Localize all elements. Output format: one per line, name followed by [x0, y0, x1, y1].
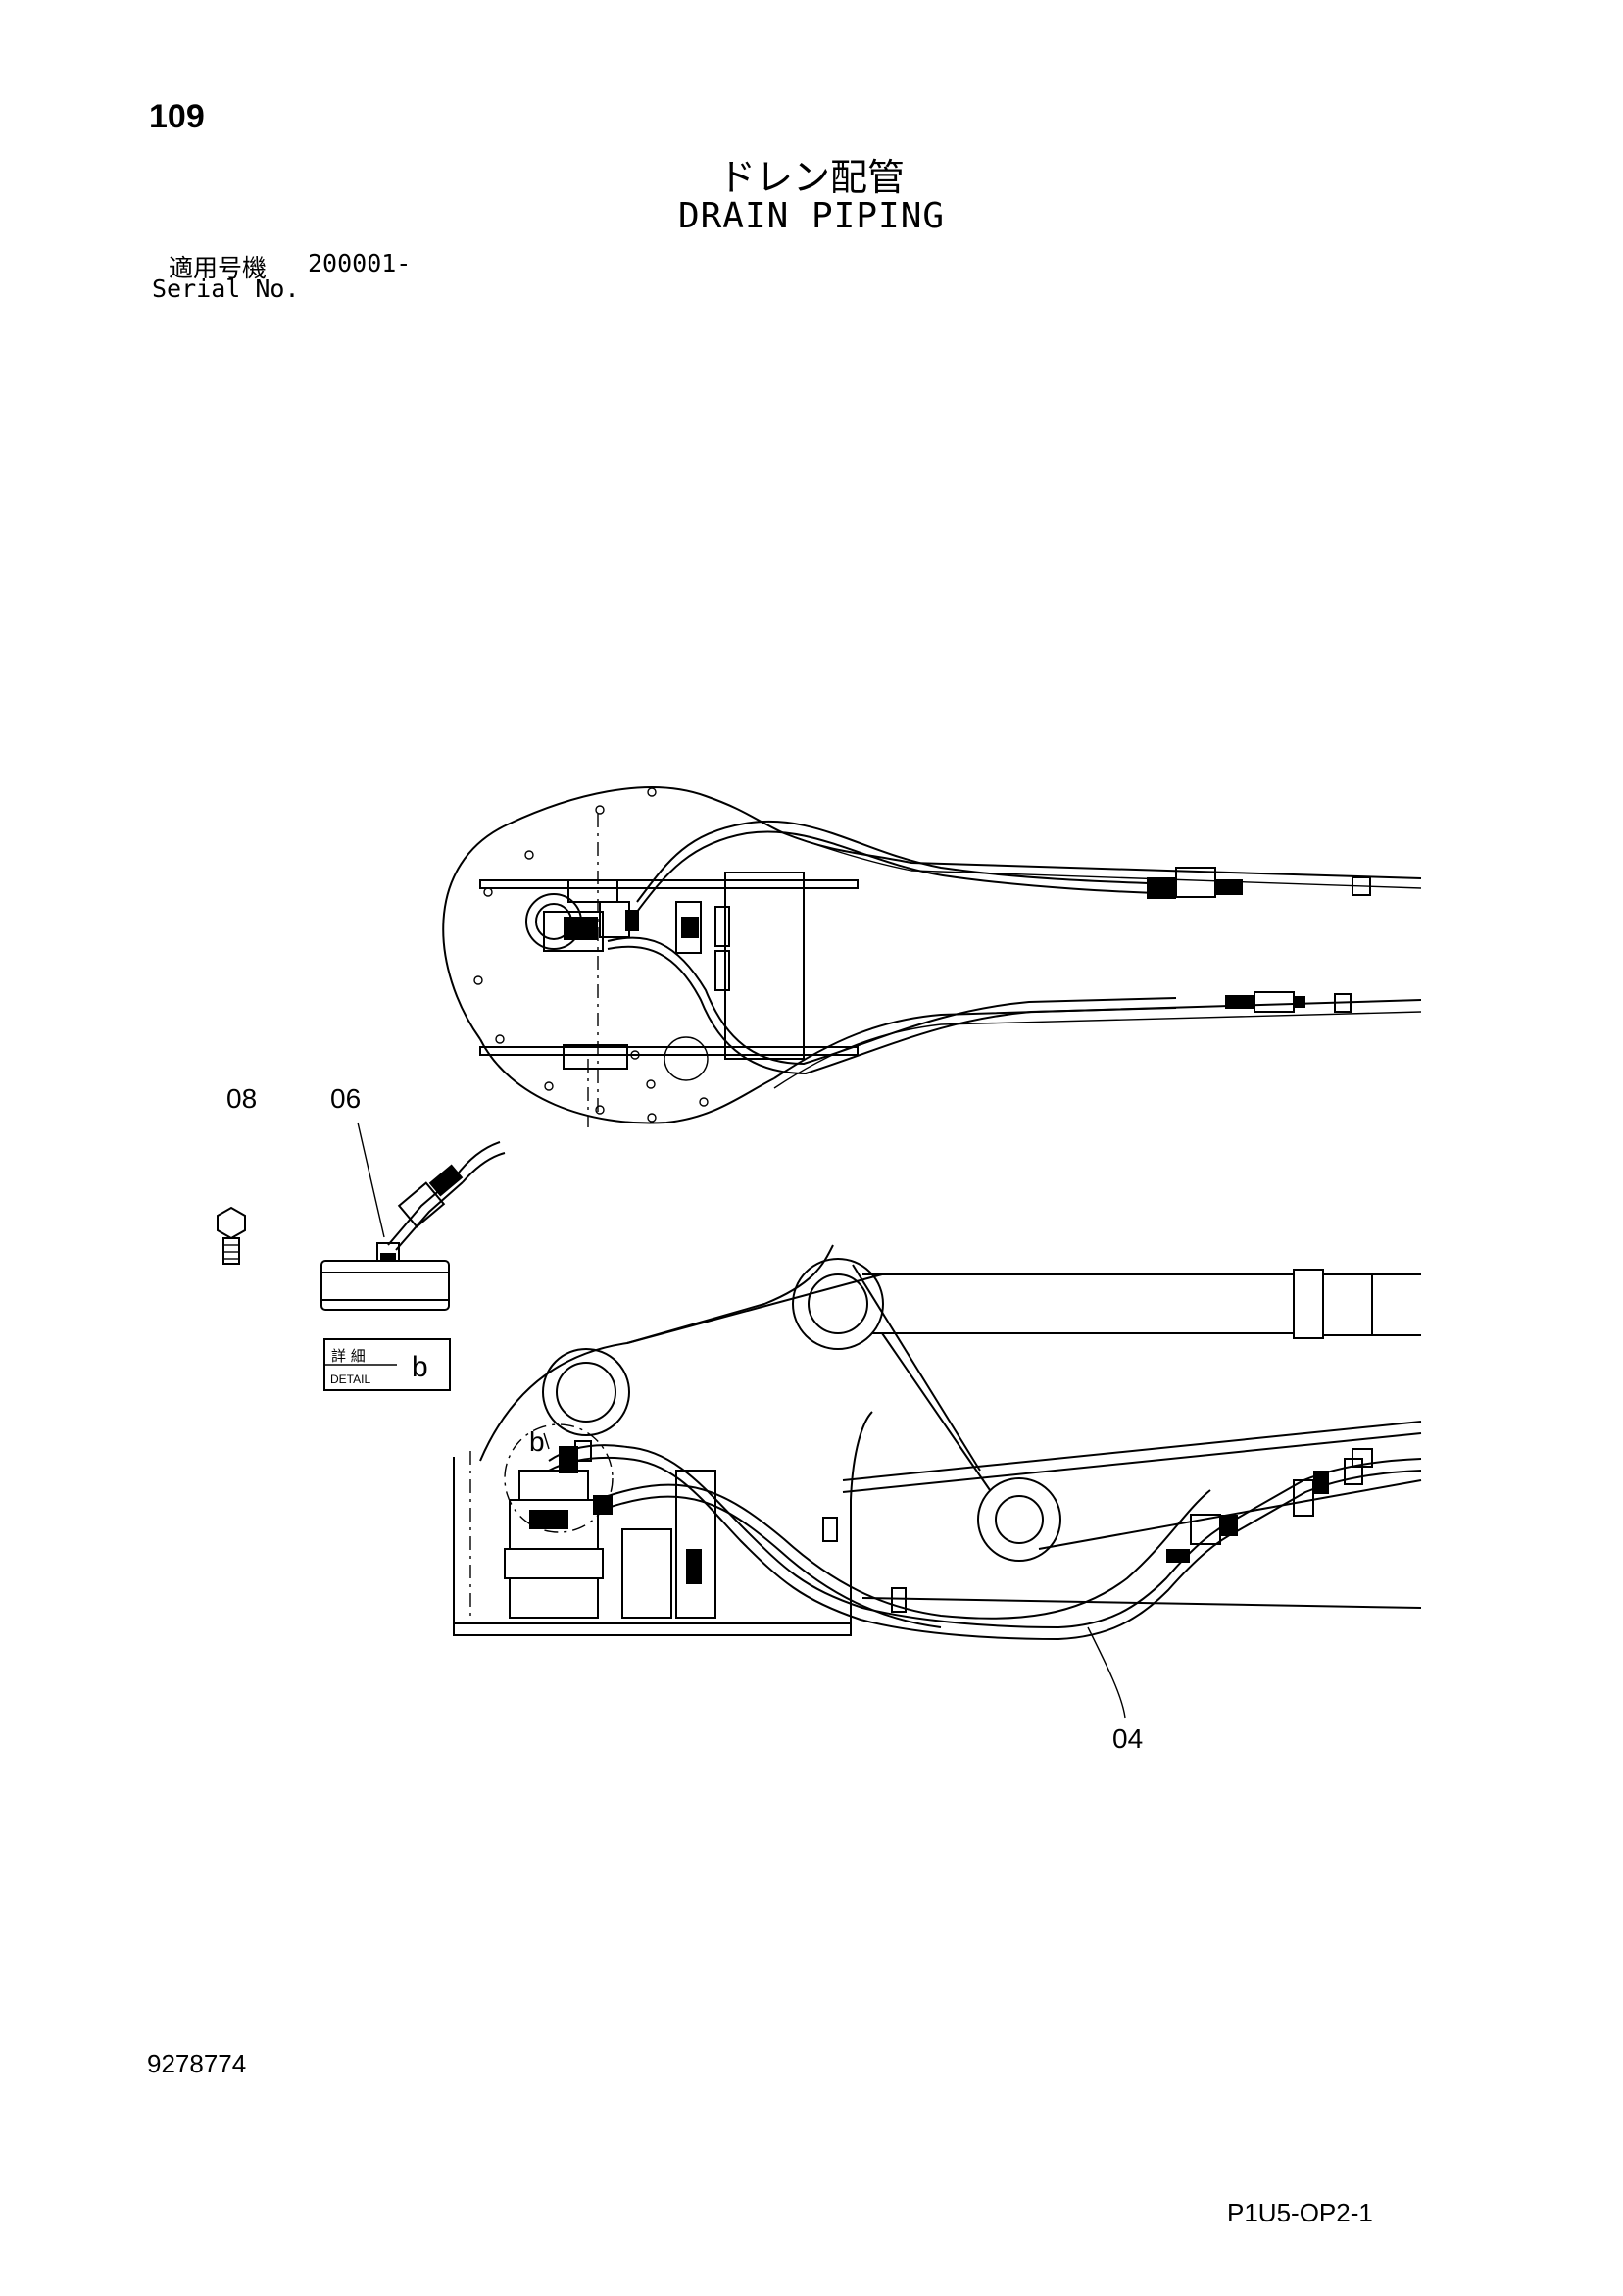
title-english: DRAIN PIPING: [677, 196, 946, 236]
callout-detail-b: b: [529, 1426, 545, 1457]
part-08-bolt: [217, 1206, 246, 1265]
callout-04: 04: [1112, 1723, 1143, 1754]
detail-label-box: 詳 細 DETAIL b: [323, 1338, 451, 1391]
serial-label-english: Serial No.: [152, 275, 300, 303]
top-view-assembly: [442, 786, 1422, 1127]
detail-letter: b: [412, 1351, 428, 1383]
leader-06: [357, 1122, 385, 1238]
page-number: 109: [149, 98, 205, 135]
side-view-assembly: [453, 1244, 1422, 1641]
serial-number-value: 200001-: [308, 249, 412, 277]
callout-08: 08: [226, 1083, 257, 1114]
detail-label-en: DETAIL: [330, 1373, 370, 1386]
turntable-bolt-holes: [473, 787, 709, 1123]
serial-label-japanese: 適用号機: [169, 254, 268, 282]
title-japanese: ドレン配管: [717, 156, 905, 199]
sheet-code: P1U5-OP2-1: [1227, 2198, 1373, 2227]
leader-b: [543, 1432, 550, 1450]
drawing-number: 9278774: [147, 2049, 247, 2078]
detail-label-jp: 詳 細: [331, 1347, 366, 1365]
leader-04: [1087, 1626, 1126, 1719]
callout-06: 06: [330, 1083, 361, 1114]
detail-b-region: [504, 1423, 614, 1533]
detail-b-view: [320, 1141, 506, 1311]
